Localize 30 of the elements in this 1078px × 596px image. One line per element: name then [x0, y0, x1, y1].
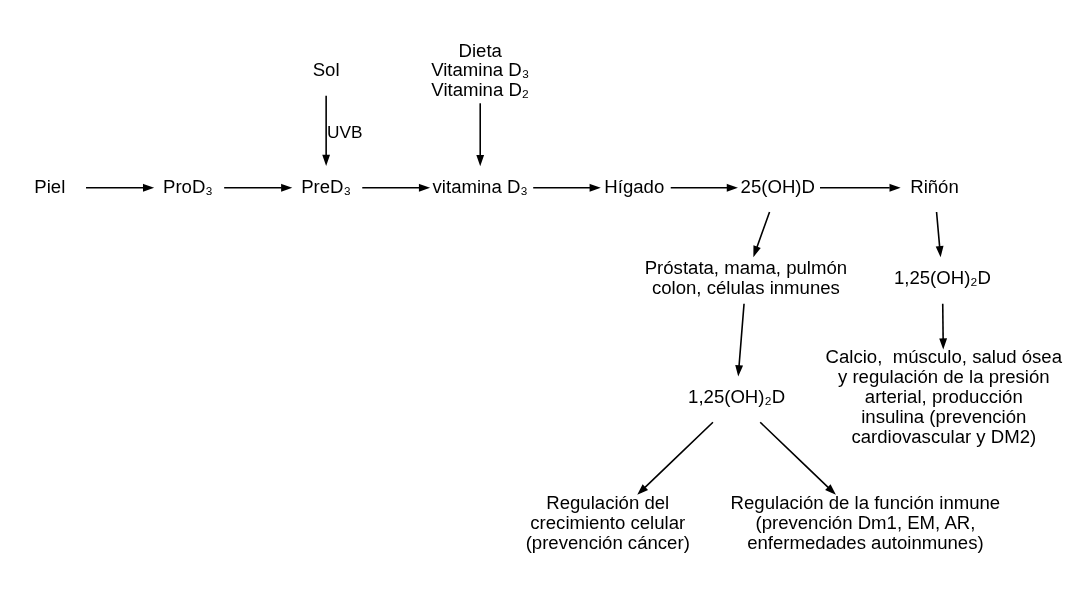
node-text: Calcio, músculo, salud ósea y regulación de la presión arterial, producción insulina (prevención cardiovascular y DM2)	[825, 346, 1063, 448]
arrow	[532, 183, 601, 192]
arrow	[939, 302, 948, 350]
arrow	[85, 183, 155, 192]
node-text: PreD₃	[301, 175, 352, 197]
arrow	[735, 302, 745, 377]
arrow	[759, 421, 836, 495]
node-text: Hígado	[604, 175, 665, 197]
node-text: Piel	[34, 175, 66, 197]
node-text: 1,25(OH)₂D	[893, 267, 991, 289]
node-text: ProD₃	[163, 175, 213, 197]
arrow	[637, 421, 714, 495]
node-text: Regulación del crecimiento celular (prevención cáncer)	[525, 492, 690, 554]
arrow	[935, 211, 944, 258]
node-text: vitamina D₃	[432, 175, 528, 197]
arrow	[819, 183, 901, 192]
node-text: 25(OH)D	[740, 175, 815, 197]
arrow	[361, 183, 431, 192]
node-text: 1,25(OH)₂D	[688, 386, 786, 408]
arrow	[669, 183, 738, 192]
node-text: Próstata, mama, pulmón colon, células inmunes	[644, 257, 848, 299]
node-text: Sol	[312, 59, 340, 81]
arrow	[223, 183, 293, 192]
edge-label: UVB	[327, 121, 363, 142]
arrow	[476, 102, 485, 167]
node-text: Regulación de la función inmune (prevención Dm1, EM, AR, enfermedades autoinmunes)	[730, 492, 1001, 554]
node-text: Dieta Vitamina D₃ Vitamina D₂	[431, 39, 530, 101]
arrow	[753, 211, 771, 258]
node-text: Riñón	[910, 175, 959, 197]
arrow	[322, 95, 331, 166]
